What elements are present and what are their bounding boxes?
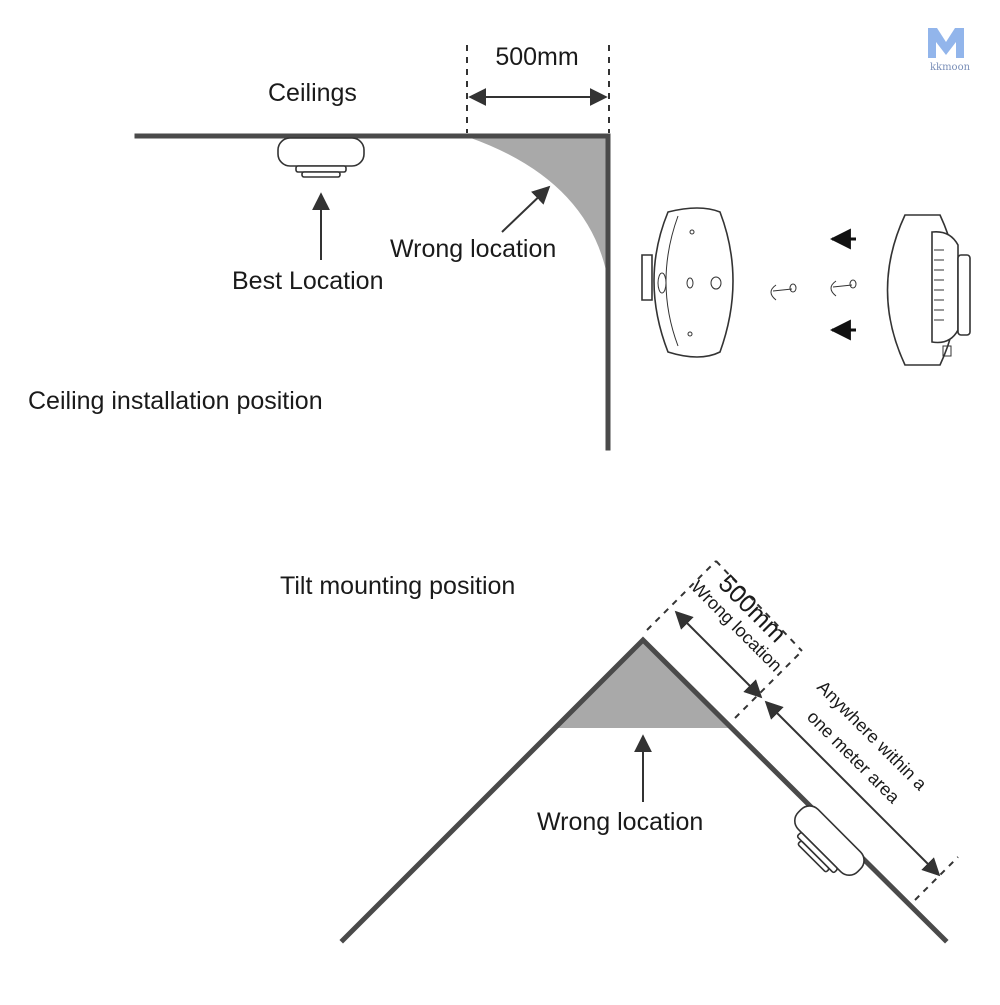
mounting-screw-left (770, 283, 797, 301)
ceiling-wrong-arrow (501, 185, 551, 233)
logo-text: kkmoon (930, 62, 971, 73)
tilt-dim-perp-bottom (914, 856, 959, 901)
logo-m-mark (928, 28, 964, 58)
detector-side-view (886, 214, 971, 366)
tilt-dim-perp-mid (734, 650, 803, 719)
ceiling-dimension-label: 500mm (495, 43, 578, 71)
mounting-exploded-view (641, 207, 971, 366)
tilt-one-meter-arrow (764, 700, 941, 877)
ceiling-section: 500mm Ceilings Best Location Wrong locat… (28, 43, 611, 451)
ceiling-wall-line (134, 133, 611, 451)
tilt-wrong-zone (556, 640, 731, 728)
kkmoon-logo: kkmoon (928, 28, 971, 73)
ceiling-wrong-zone (468, 137, 608, 280)
mounting-screw-right (830, 279, 857, 297)
tilt-500mm-arrow (674, 610, 763, 699)
tilt-detector (793, 805, 865, 877)
tilt-section: Tilt mounting position Wrong location 50… (280, 560, 959, 944)
tilt-section-title: Tilt mounting position (280, 572, 515, 600)
tilt-dim-parallel (715, 560, 803, 652)
mounting-base-plate (641, 207, 734, 358)
best-location-label: Best Location (232, 267, 384, 295)
tilt-wrong-location-label: Wrong location (537, 808, 703, 836)
ceiling-detector (277, 137, 365, 178)
tilt-dim-perp-top (646, 560, 717, 631)
ceilings-label: Ceilings (268, 79, 357, 107)
ceiling-wrong-location-label: Wrong location (390, 235, 556, 263)
ceiling-section-title: Ceiling installation position (28, 387, 323, 415)
